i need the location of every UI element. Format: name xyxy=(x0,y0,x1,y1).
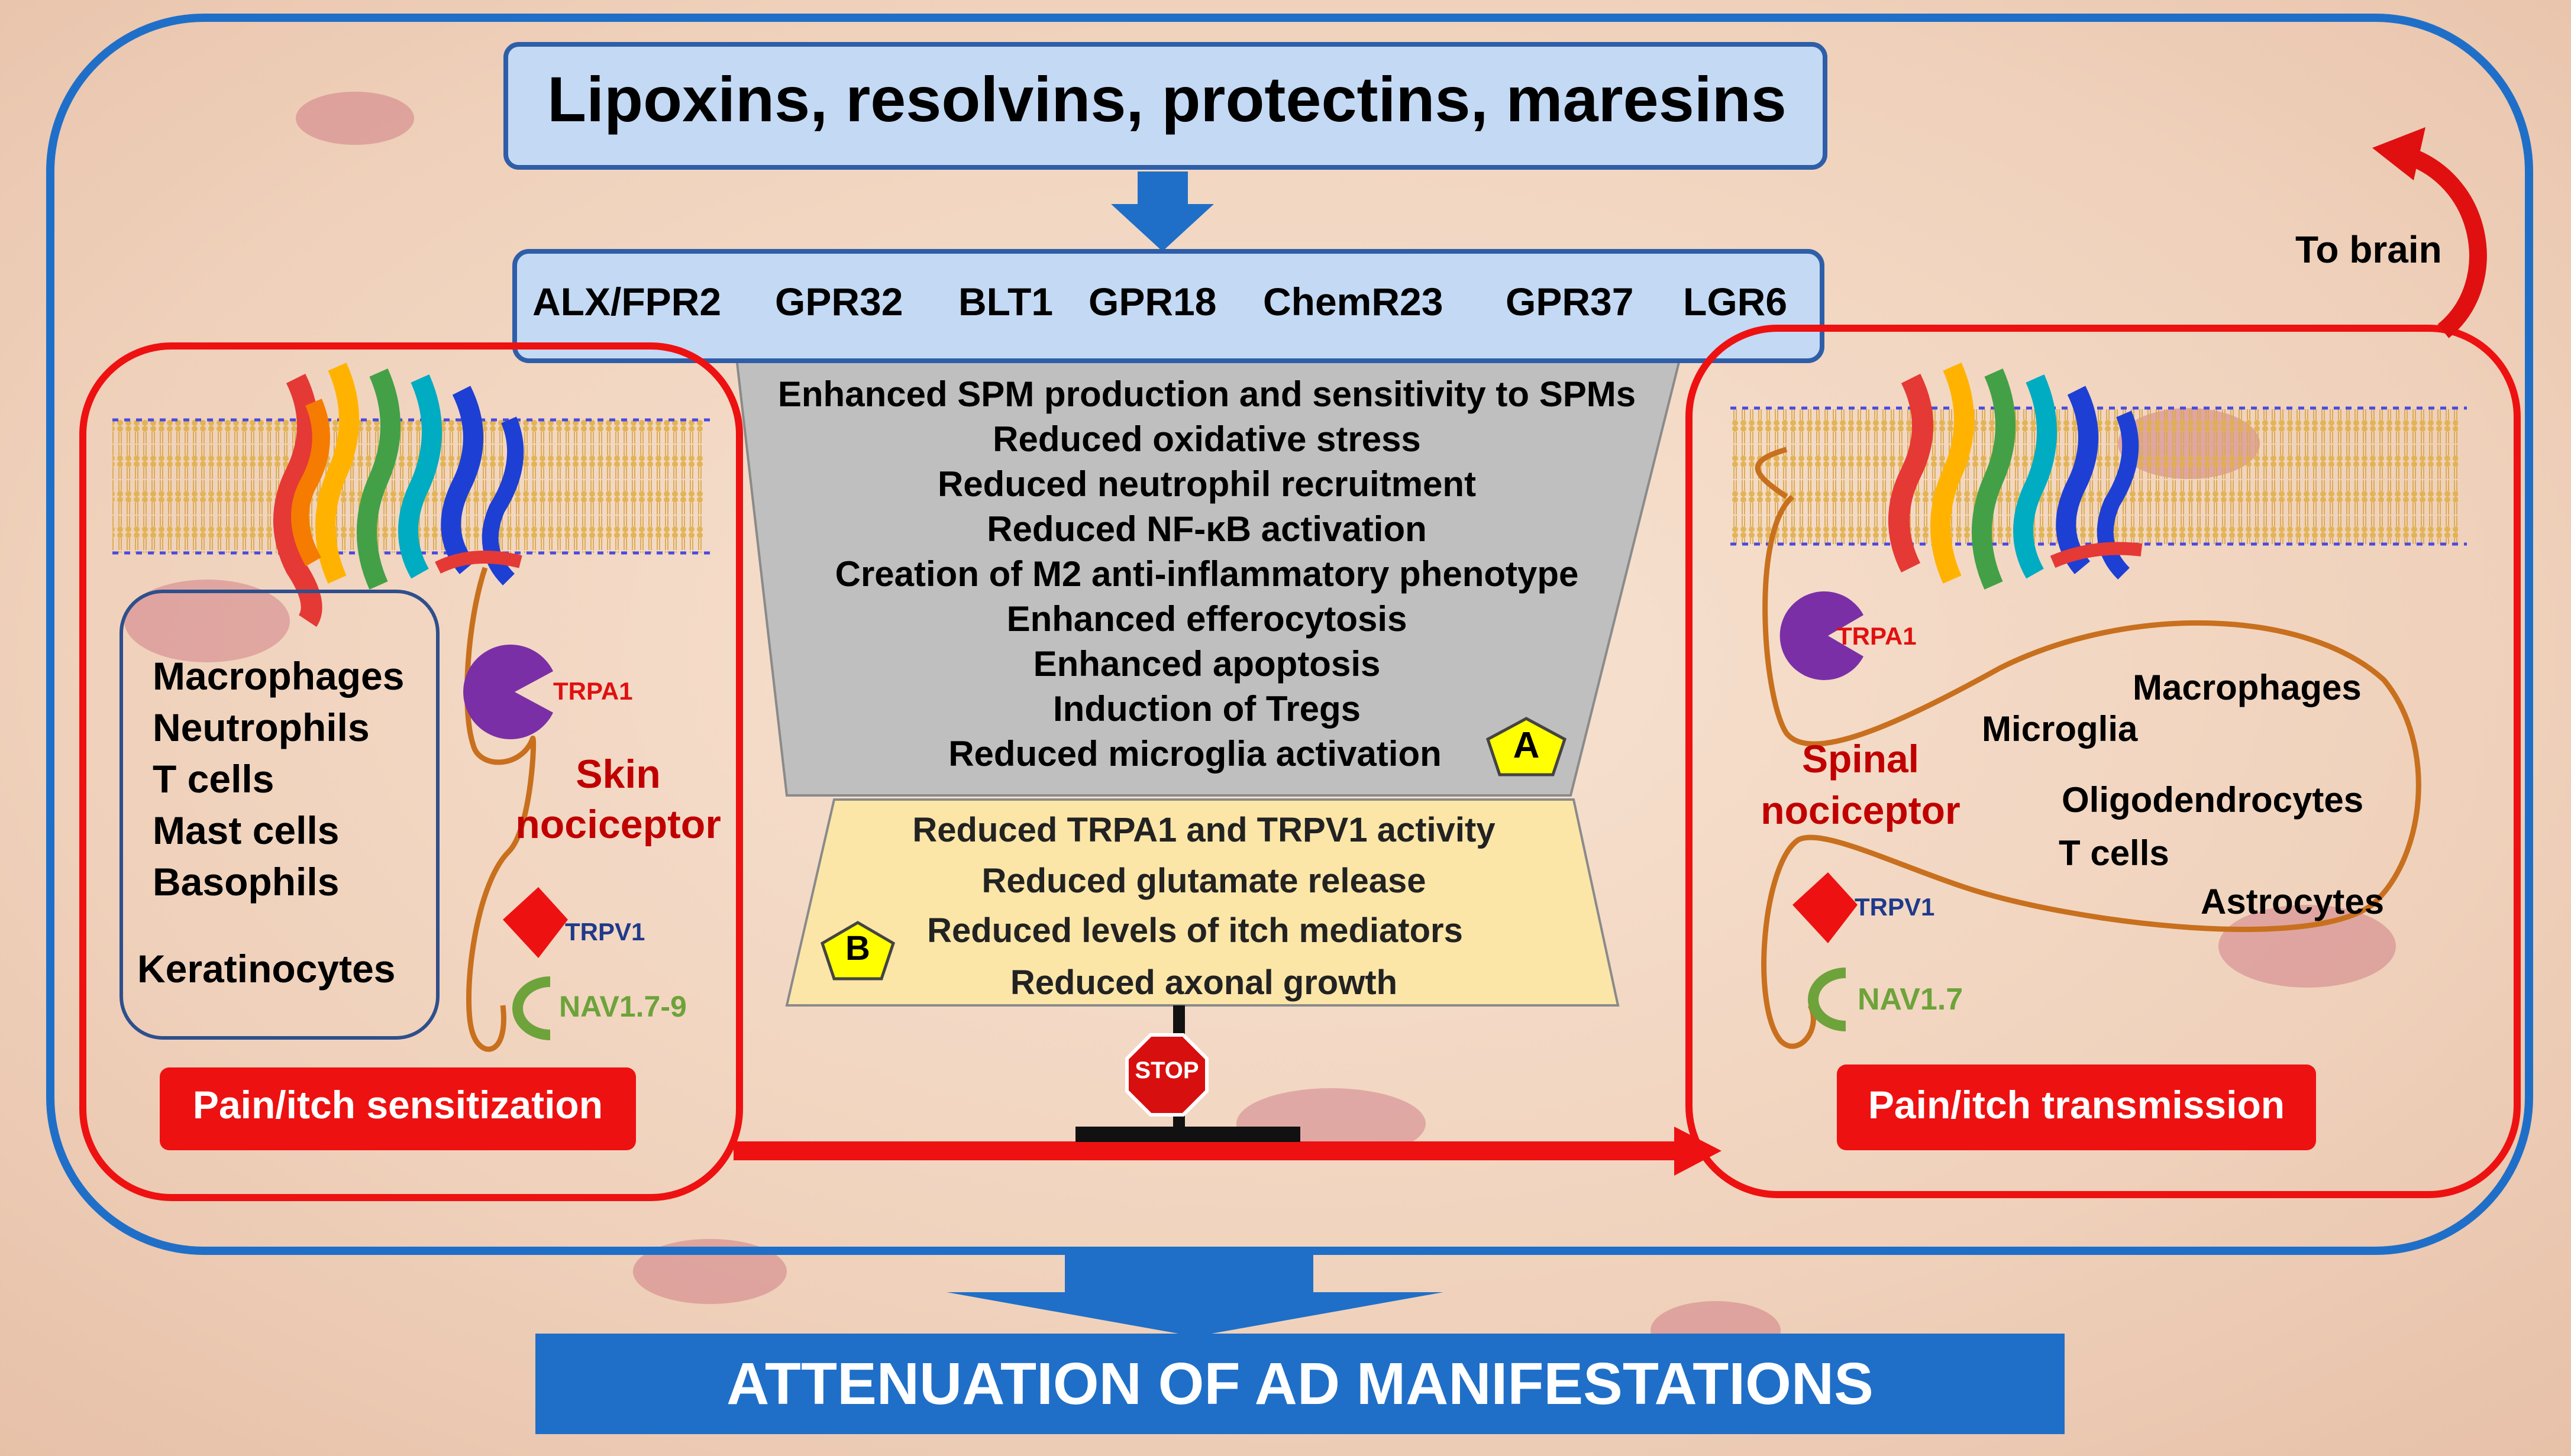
bottom-arrow-icon xyxy=(947,1292,1443,1337)
effect-a-4: Reduced NF-κB activation xyxy=(987,509,1427,549)
badge-b: B xyxy=(845,929,870,968)
effect-b-3: Reduced levels of itch mediators xyxy=(927,911,1463,950)
right-nociceptor-nerve xyxy=(1761,494,2421,1049)
to-brain-label: To brain xyxy=(2295,228,2442,271)
left-nav-label: NAV1.7-9 xyxy=(559,990,687,1023)
left-cell-mastcells: Mast cells xyxy=(153,808,340,852)
effects-b-box xyxy=(785,798,1620,1007)
receptor-gpr18: GPR18 xyxy=(1089,280,1217,323)
effect-a-9: Reduced microglia activation xyxy=(948,734,1442,774)
badge-b-shape xyxy=(820,921,896,981)
badge-a-shape xyxy=(1485,717,1567,776)
left-receptor-protein-icon xyxy=(273,363,524,627)
left-keratinocytes: Keratinocytes xyxy=(137,947,396,991)
right-cell-astrocytes: Astrocytes xyxy=(2201,882,2385,921)
effect-a-2: Reduced oxidative stress xyxy=(993,419,1421,459)
left-nav-icon xyxy=(512,976,551,1040)
receptor-gpr32: GPR32 xyxy=(775,280,903,323)
effect-b-2: Reduced glutamate release xyxy=(981,862,1426,900)
effect-b-1: Reduced TRPA1 and TRPV1 activity xyxy=(912,811,1496,849)
left-cell-macrophages: Macrophages xyxy=(153,654,405,698)
badge-a: A xyxy=(1513,725,1540,766)
title-text: Lipoxins, resolvins, protectins, maresin… xyxy=(547,63,1787,135)
right-cell-oligodendrocytes: Oligodendrocytes xyxy=(2062,780,2364,820)
to-brain-arrow xyxy=(2399,145,2487,338)
bottom-arrow-shaft xyxy=(1065,1251,1313,1292)
left-trpa1-label: TRPA1 xyxy=(553,677,633,705)
right-trpv1-icon xyxy=(1792,872,1858,943)
right-cell-tcells: T cells xyxy=(2059,833,2169,873)
left-cell-tcells: T cells xyxy=(153,757,274,801)
right-cell-macrophages: Macrophages xyxy=(2133,668,2362,707)
left-cell-neutrophils: Neutrophils xyxy=(153,706,370,749)
to-brain-arrowhead-icon xyxy=(2372,127,2425,180)
left-trpv1-label: TRPV1 xyxy=(565,918,645,946)
effect-b-4: Reduced axonal growth xyxy=(1010,963,1398,1002)
bottom-banner xyxy=(535,1334,2065,1434)
left-sensitization-box xyxy=(160,1067,636,1150)
receptor-box xyxy=(512,249,1824,363)
left-panel xyxy=(79,342,743,1201)
left-nociceptor-nerve xyxy=(464,567,537,1052)
title-box xyxy=(503,42,1827,170)
down-arrow-icon xyxy=(1111,172,1214,251)
left-nociceptor-label-1: Skin xyxy=(576,752,661,797)
right-nociceptor-label-2: nociceptor xyxy=(1761,788,1960,832)
receptor-alx: ALX/FPR2 xyxy=(532,280,722,323)
left-cell-basophils: Basophils xyxy=(153,860,340,904)
left-trpv1-icon xyxy=(503,887,568,958)
bottom-banner-label: ATTENUATION OF AD MANIFESTATIONS xyxy=(726,1351,1874,1417)
right-nav-label: NAV1.7 xyxy=(1858,982,1963,1017)
stop-sign-icon xyxy=(1125,1033,1209,1117)
left-trpa1-icon xyxy=(463,645,553,739)
right-panel xyxy=(1685,325,2521,1198)
effect-a-3: Reduced neutrophil recruitment xyxy=(937,464,1477,504)
effect-a-5: Creation of M2 anti-inflammatory phenoty… xyxy=(835,554,1579,594)
right-receptor-protein-icon xyxy=(1888,363,2143,590)
left-cells-box xyxy=(119,590,440,1040)
transmission-arrow xyxy=(734,1141,1680,1160)
effect-a-6: Enhanced efferocytosis xyxy=(1006,599,1407,639)
effect-a-1: Enhanced SPM production and sensitivity … xyxy=(777,374,1636,414)
stop-bar xyxy=(1075,1127,1300,1142)
right-trpv1-label: TRPV1 xyxy=(1855,893,1935,921)
effect-a-7: Enhanced apoptosis xyxy=(1033,644,1381,684)
right-cell-microglia: Microglia xyxy=(1982,709,2138,749)
receptor-gpr37: GPR37 xyxy=(1506,280,1634,323)
right-nav-icon xyxy=(1808,968,1846,1031)
left-nociceptor-label-2: nociceptor xyxy=(515,802,721,847)
effect-a-8: Induction of Tregs xyxy=(1053,689,1361,729)
left-sensitization-label: Pain/itch sensitization xyxy=(192,1083,603,1127)
receptor-chemr23: ChemR23 xyxy=(1263,280,1443,323)
right-nociceptor-label-1: Spinal xyxy=(1801,737,1920,781)
transmission-arrowhead-icon xyxy=(1674,1127,1721,1176)
right-trpa1-label: TRPA1 xyxy=(1837,622,1917,650)
stop-label: STOP xyxy=(1135,1057,1199,1083)
right-transmission-box xyxy=(1837,1065,2316,1150)
receptor-lgr6: LGR6 xyxy=(1683,280,1788,323)
right-trpa1-icon xyxy=(1779,591,1863,680)
receptor-blt1: BLT1 xyxy=(958,280,1054,323)
right-transmission-label: Pain/itch transmission xyxy=(1868,1083,2285,1127)
